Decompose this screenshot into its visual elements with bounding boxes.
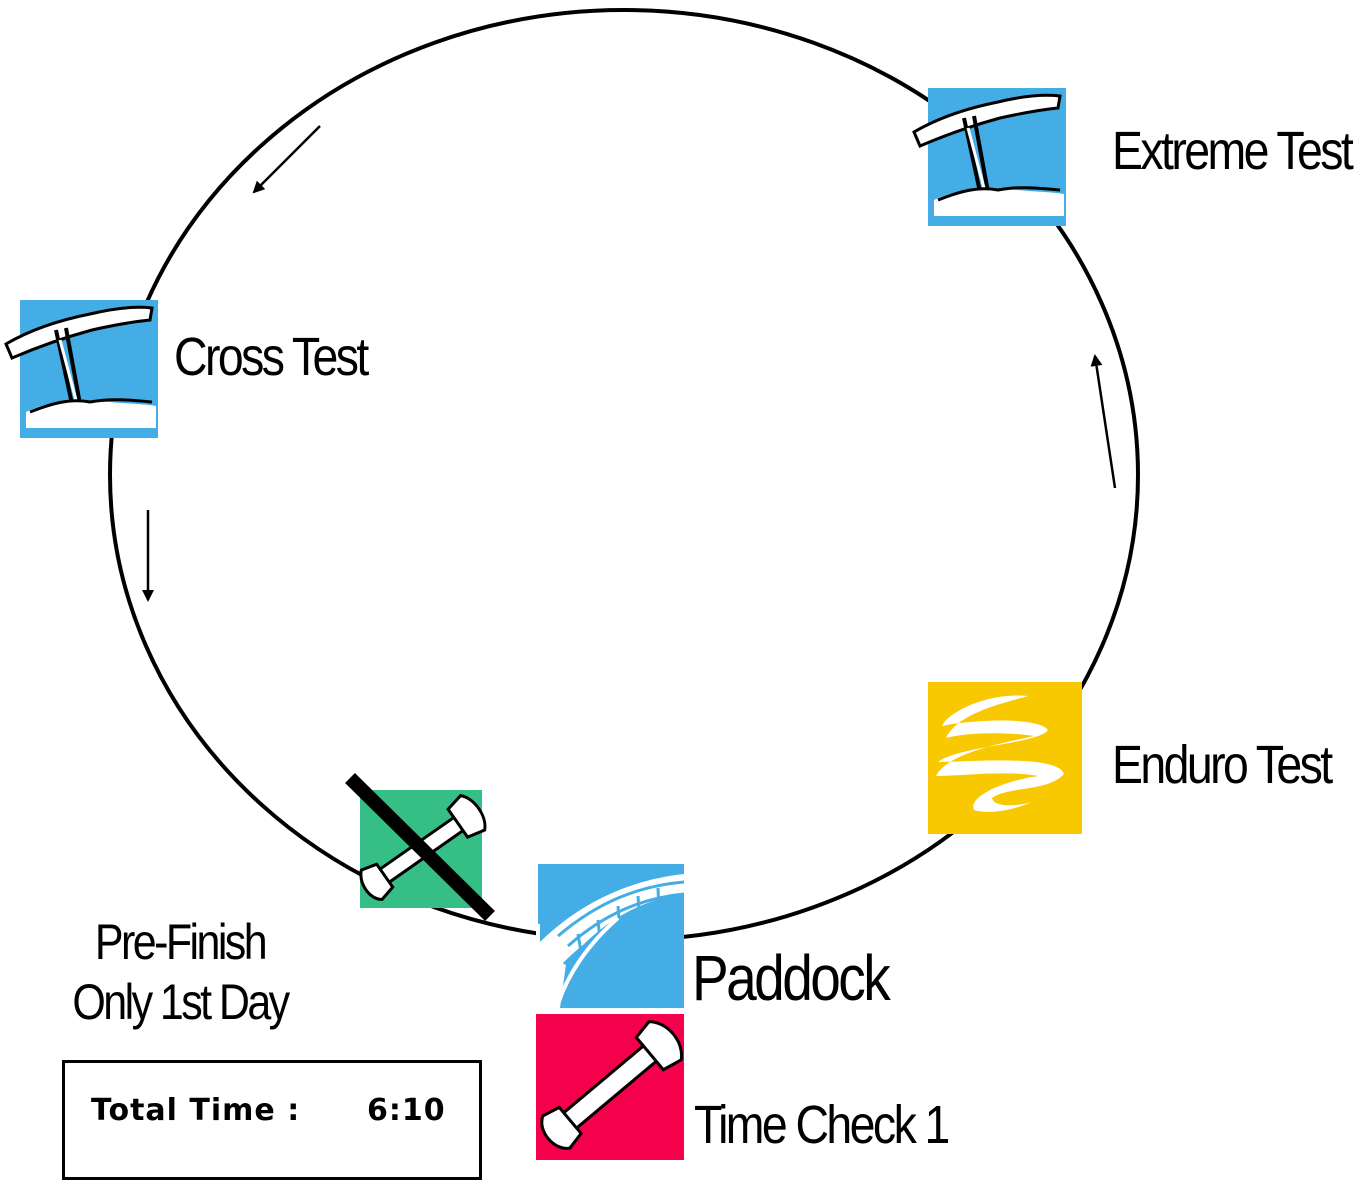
enduro-test-winding-road-icon: [928, 682, 1082, 834]
pre-finish-label: Pre-Finish Only 1st Day: [60, 912, 301, 1032]
paddock-finish-net-icon: [536, 864, 685, 1008]
total-time-box: Total Time : 6:10: [62, 1060, 482, 1180]
time-check-wrench-icon: [536, 1014, 684, 1160]
extreme-test-signpost-icon: [912, 88, 1066, 226]
cross-test-label: Cross Test: [174, 327, 369, 387]
direction-arrow-top-left: [252, 125, 321, 194]
pre-finish-crossed-wrench-icon: [345, 773, 495, 921]
total-time-label: Total Time :: [91, 1093, 301, 1128]
pre-finish-line-1: Pre-Finish: [94, 914, 268, 970]
enduro-test-label: Enduro Test: [1112, 735, 1333, 795]
extreme-test-label: Extreme Test: [1112, 121, 1354, 181]
direction-arrow-right: [1090, 354, 1117, 489]
paddock-label: Paddock: [692, 942, 891, 1014]
cross-out-line: [345, 773, 495, 921]
cross-test-signpost-icon: [4, 300, 158, 438]
pre-finish-line-2: Only 1st Day: [72, 974, 290, 1030]
total-time-value: 6:10: [367, 1093, 446, 1128]
time-check-1-label: Time Check 1: [694, 1095, 950, 1155]
